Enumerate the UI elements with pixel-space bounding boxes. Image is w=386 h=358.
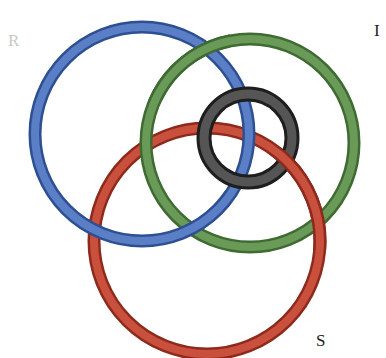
blue-ring-highlight (35, 27, 249, 241)
blue-ring-overpass-highlight (185, 80, 225, 200)
green-ring-overpass-highlight (146, 39, 230, 100)
red-ring-overpass (270, 150, 320, 250)
ring-label: I (374, 22, 380, 39)
blue-ring (35, 27, 249, 241)
black-ring (204, 94, 292, 182)
ring-label: S (316, 332, 325, 349)
green-ring-overpass (146, 39, 230, 100)
blue-ring-overpass (185, 80, 225, 200)
black-ring-highlight (204, 94, 292, 182)
ring-label: R (8, 32, 19, 49)
red-ring-overpass-highlight (270, 150, 320, 250)
